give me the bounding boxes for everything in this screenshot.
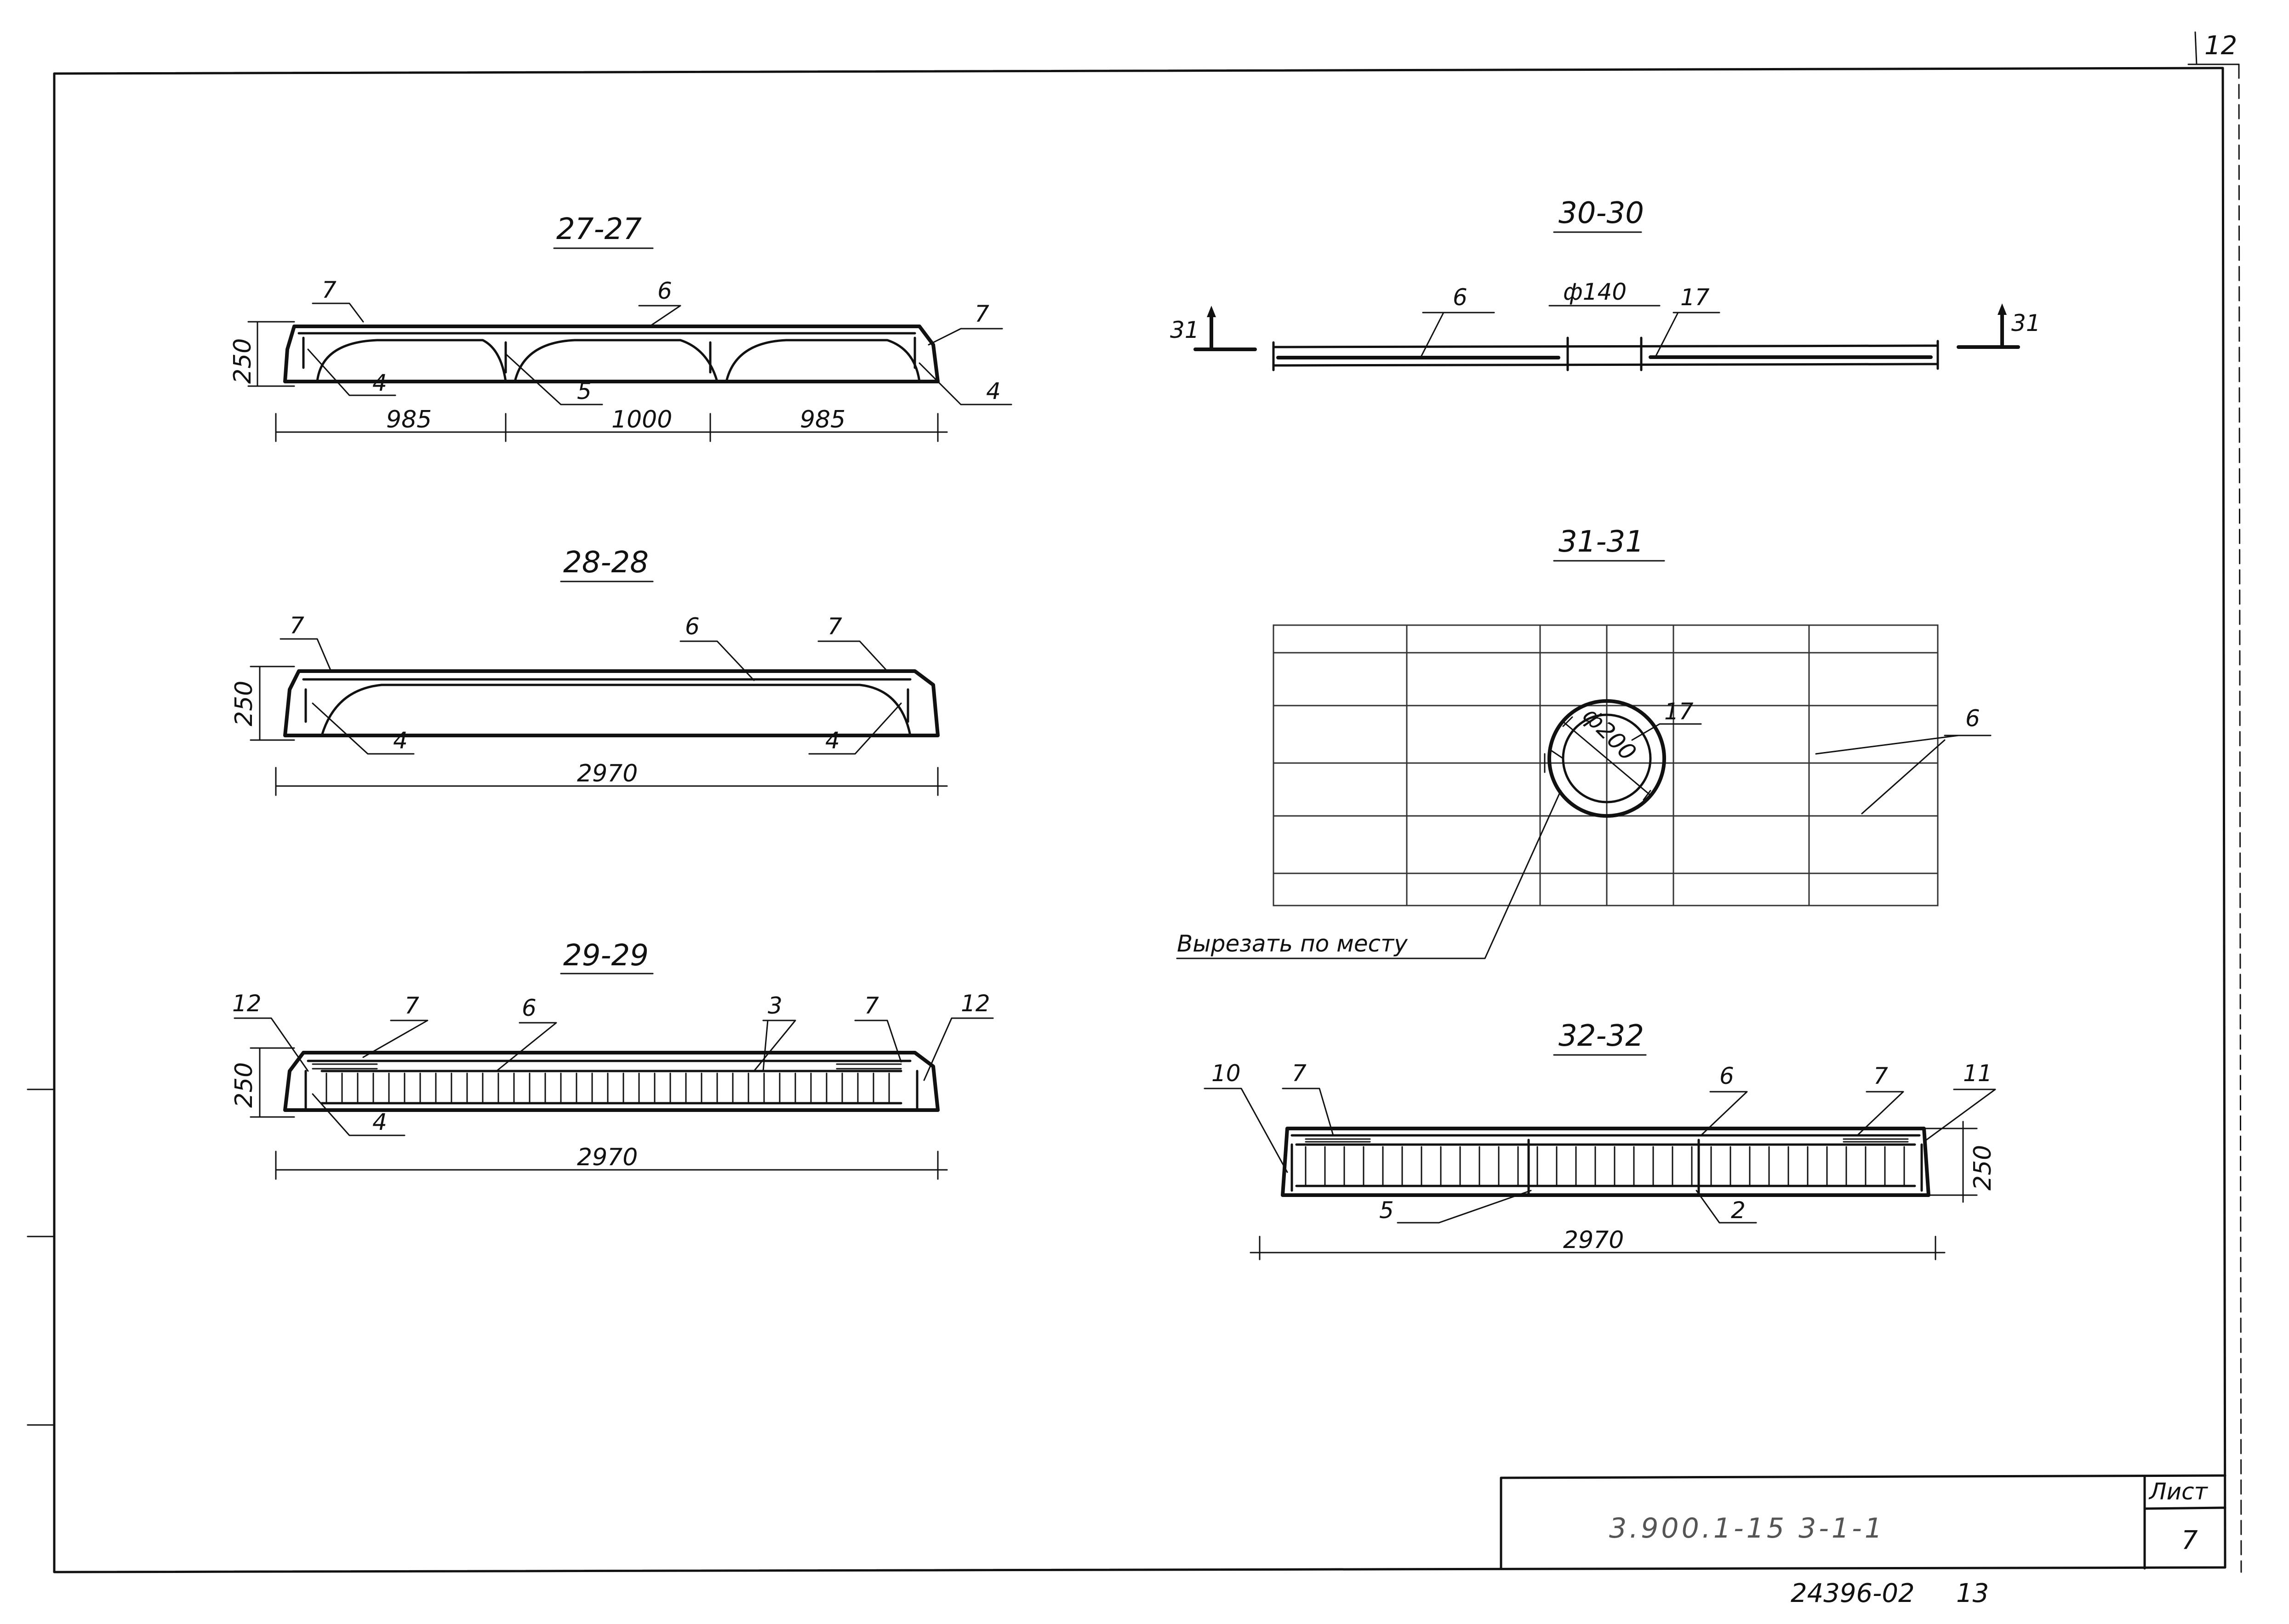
section-28-28: 28-28 250 2970 7 6 7 4 4 <box>230 546 948 796</box>
label-4-right: 4 <box>986 378 1001 405</box>
label-6: 6 <box>522 995 537 1021</box>
label-7-left: 7 <box>405 992 419 1019</box>
cut-label-left: 31 <box>1170 317 1199 343</box>
section-title: 30-30 <box>1558 196 1644 230</box>
label-5: 5 <box>577 378 592 405</box>
label-10: 10 <box>1211 1060 1241 1087</box>
label-4: 4 <box>372 1109 387 1135</box>
dim-1: 985 <box>386 406 432 433</box>
label-2: 2 <box>1731 1197 1746 1224</box>
length-dim: 2970 <box>577 760 638 787</box>
label-7-left: 7 <box>1292 1060 1307 1087</box>
label-7-right: 7 <box>864 992 879 1019</box>
height-dim: 250 <box>1969 1145 1997 1191</box>
label-12-left: 12 <box>232 990 262 1017</box>
cut-label-right: 31 <box>2011 310 2041 336</box>
footer-number: 13 <box>1956 1578 1989 1608</box>
dim-2: 1000 <box>611 406 672 433</box>
label-17: 17 <box>1664 698 1694 725</box>
label-3: 3 <box>768 992 782 1019</box>
section-title: 32-32 <box>1558 1019 1644 1053</box>
sheet-frame: 12 <box>27 31 2242 1573</box>
length-dim: 2970 <box>577 1144 638 1171</box>
length-dim: 2970 <box>1563 1226 1624 1254</box>
hole-dim: ф200 <box>1578 702 1642 766</box>
section-30-30: 30-30 ф140 6 17 31 31 <box>1170 196 2041 371</box>
label-7-right: 7 <box>1873 1063 1888 1089</box>
label-7-right: 7 <box>828 613 842 640</box>
section-27-27: 27-27 250 985 1000 985 7 6 7 4 5 4 <box>229 212 1012 442</box>
title-block: 3.900.1-15 3-1-1 Лист 7 24396-02 13 <box>1500 1474 2226 1608</box>
section-title: 31-31 <box>1558 525 1644 559</box>
label-4-left: 4 <box>393 727 408 754</box>
section-29-29: 29-29 250 2970 12 7 6 3 7 12 4 <box>230 939 994 1180</box>
label-5: 5 <box>1379 1197 1394 1224</box>
label-12-right: 12 <box>961 990 990 1017</box>
label-4-left: 4 <box>372 370 387 396</box>
sheet-number: 7 <box>2181 1526 2198 1556</box>
footer-code: 24396-02 <box>1791 1578 1915 1608</box>
section-title: 27-27 <box>556 212 642 246</box>
label-4-right: 4 <box>825 727 840 754</box>
hole-dim: ф140 <box>1563 279 1627 305</box>
label-7-left: 7 <box>290 612 304 639</box>
document-code: 3.900.1-15 3-1-1 <box>1609 1512 1885 1544</box>
label-11: 11 <box>1963 1060 1992 1087</box>
height-dim: 250 <box>229 338 257 384</box>
section-32-32: 32-32 250 2970 10 7 6 7 11 5 2 <box>1204 1019 1997 1260</box>
label-7-right: 7 <box>975 301 989 327</box>
label-6: 6 <box>685 613 700 640</box>
dim-3: 985 <box>800 406 845 433</box>
label-6: 6 <box>1965 705 1980 732</box>
section-title: 28-28 <box>563 546 649 580</box>
corner-sheet-number: 12 <box>2204 31 2237 61</box>
label-7-left: 7 <box>322 277 337 303</box>
cut-note: Вырезать по месту <box>1177 930 1408 957</box>
label-17: 17 <box>1680 284 1710 311</box>
section-title: 29-29 <box>563 939 649 973</box>
label-6: 6 <box>657 278 672 304</box>
height-dim: 250 <box>230 1062 258 1108</box>
height-dim: 250 <box>230 681 258 726</box>
label-6: 6 <box>1719 1063 1734 1089</box>
stirrup-grid <box>325 1072 890 1103</box>
label-6: 6 <box>1453 284 1467 311</box>
section-31-31: 31-31 ф200 17 6 Вырезать по месту <box>1176 525 1992 959</box>
sheet-label: Лист <box>2148 1478 2209 1505</box>
